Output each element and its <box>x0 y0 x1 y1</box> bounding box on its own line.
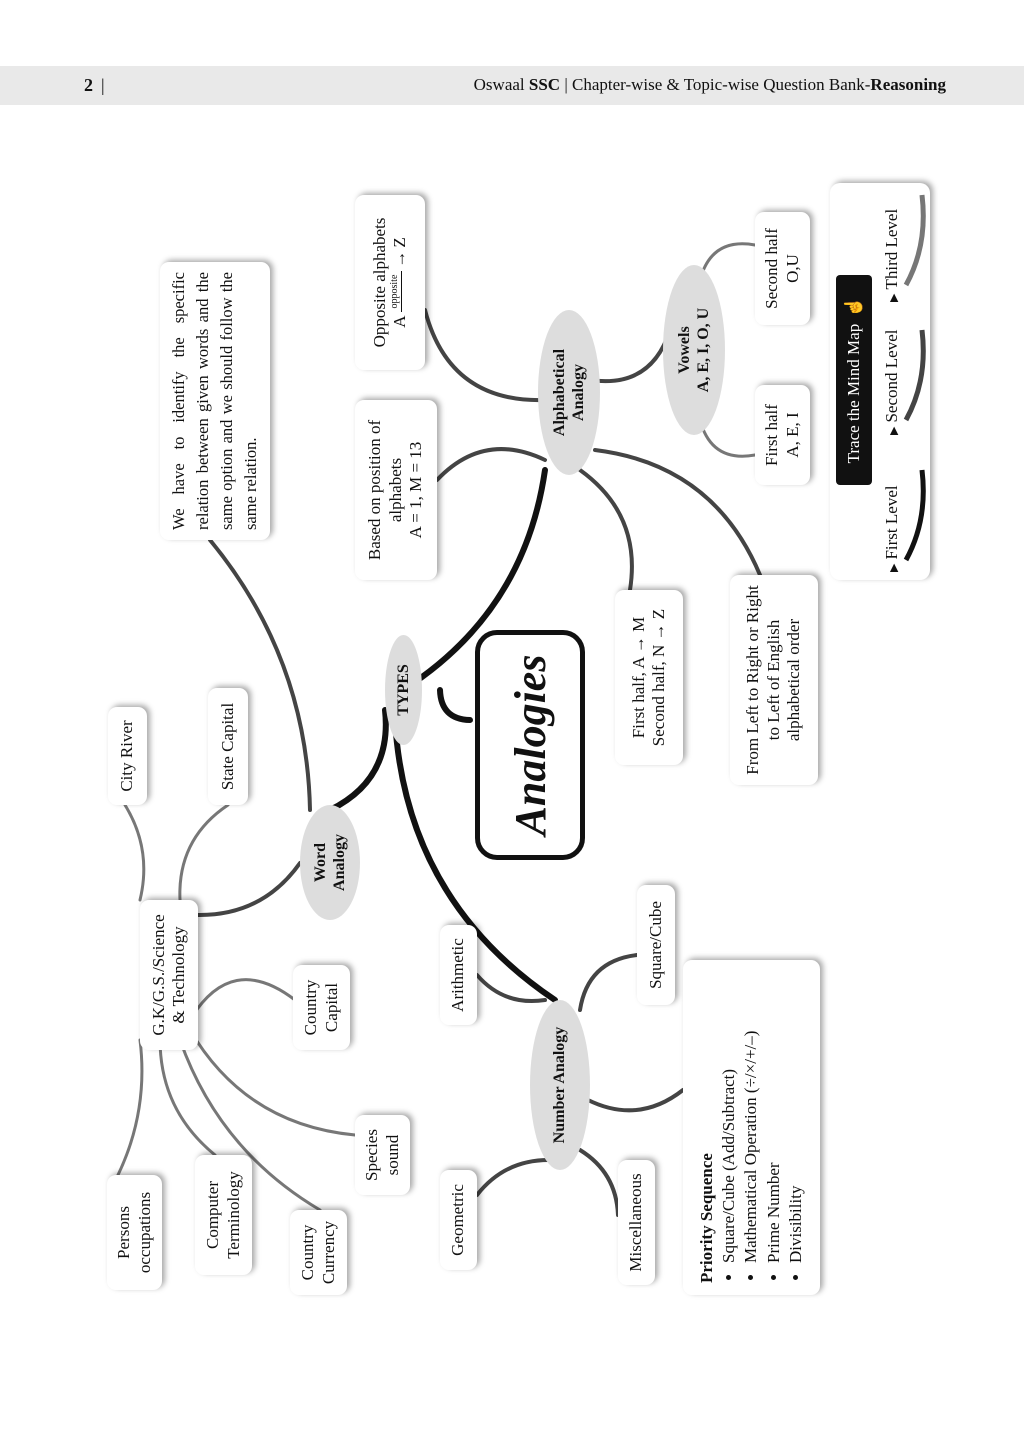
arithmetic: Arithmetic <box>440 925 477 1025</box>
gk-node: G.K/G.S./Science & Technology <box>140 900 198 1050</box>
connector <box>475 1157 552 1197</box>
country-capital: Country Capital <box>293 965 350 1050</box>
connector <box>116 1038 144 1177</box>
connector <box>475 973 547 1003</box>
square-cube: Square/Cube <box>637 885 675 1005</box>
alphabetical-order: From Left to Right or Right to Left of E… <box>730 575 818 785</box>
geometric: Geometric <box>440 1170 477 1270</box>
priority-sequence: Priority Sequence Square/Cube (Add/Subtr… <box>683 960 820 1295</box>
city-river: City River <box>108 707 147 805</box>
miscellaneous: Miscellaneous <box>618 1160 655 1285</box>
connector <box>593 448 762 577</box>
species-sound: Species sound <box>355 1115 410 1195</box>
page-header <box>0 66 1024 105</box>
mind-map: Analogies TYPES Word Analogy We have to … <box>100 180 930 1300</box>
legend-second-level: ▶Second Level <box>882 329 901 435</box>
hand-pointer-icon: ☝ <box>844 296 863 318</box>
connector <box>188 978 297 1022</box>
country-currency: Country Currency <box>290 1210 347 1295</box>
connector <box>437 687 473 723</box>
connector <box>208 538 312 812</box>
connector <box>392 717 558 1003</box>
legend-third-level: ▶Third Level <box>882 208 901 302</box>
connector <box>578 1148 620 1217</box>
connector <box>400 467 548 693</box>
legend-first-level: ▶First Level <box>882 485 901 572</box>
legend-title: Trace the Mind Map☝ <box>836 275 872 485</box>
legend-swatch <box>903 329 926 422</box>
connectors <box>116 242 762 1217</box>
page-number: 2| <box>84 75 105 95</box>
word-analogy-node: Word Analogy <box>300 805 360 920</box>
legend: Trace the Mind Map☝ ▶First Level ▶Second… <box>830 183 930 580</box>
connector <box>423 308 547 403</box>
legend-swatch <box>903 469 926 562</box>
connector <box>188 1028 357 1137</box>
connector <box>158 1038 217 1157</box>
state-capital: State Capital <box>208 688 248 805</box>
connector <box>578 953 639 1012</box>
connector <box>178 1038 322 1212</box>
connector <box>588 328 672 384</box>
book-title: Oswaal SSC | Chapter-wise & Topic-wise Q… <box>473 75 946 94</box>
connector <box>123 803 146 902</box>
central-topic: Analogies <box>475 630 585 860</box>
connector <box>196 861 302 918</box>
arrow-label: opposite <box>389 270 403 313</box>
alphabetical-analogy-node: Alphabetical Analogy <box>538 310 600 475</box>
number-analogy-node: Number Analogy <box>530 1000 590 1170</box>
connector <box>578 468 634 592</box>
connector <box>327 707 389 813</box>
connector <box>586 1088 685 1113</box>
persons-occupations: Persons occupations <box>107 1175 162 1290</box>
types-node: TYPES <box>385 635 422 745</box>
connector <box>178 803 230 902</box>
connector <box>435 447 547 482</box>
word-analogy-description: We have to identify the specific relatio… <box>160 262 270 540</box>
legend-swatch <box>903 194 926 287</box>
legend-swatches <box>903 194 926 562</box>
computer-terminology: Computer Terminology <box>195 1155 252 1275</box>
